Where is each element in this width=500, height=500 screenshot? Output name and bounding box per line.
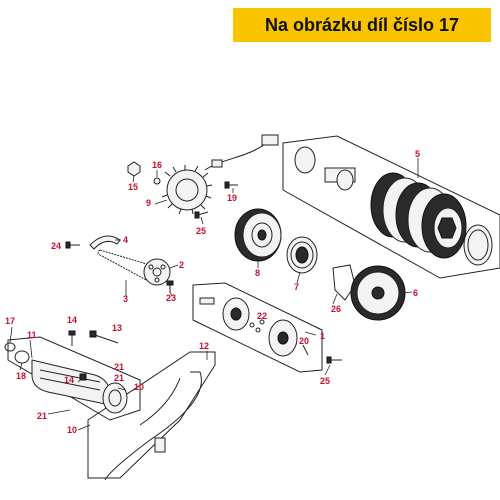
starter-clutch-part (199, 297, 298, 357)
callout-11: 11 (27, 330, 37, 340)
large-gear-part (350, 265, 406, 321)
clutch-group-frame (282, 135, 500, 279)
callout-14b: 14 (64, 375, 74, 385)
driven-gear-part (286, 236, 318, 274)
callout-14a: 14 (67, 315, 77, 325)
callout-10a: 10 (134, 382, 144, 392)
leader-lines (9, 158, 419, 431)
callout-7: 7 (294, 282, 299, 292)
starter-clutch-frame (192, 282, 323, 373)
cable-lead (139, 377, 181, 426)
callout-18: 18 (16, 371, 26, 381)
chain-part (97, 249, 151, 283)
callout-26: 26 (331, 304, 341, 314)
lower-bolt-part (326, 356, 342, 364)
flywheel-part (234, 208, 282, 262)
callout-1: 1 (320, 331, 325, 341)
callout-21c: 21 (37, 411, 47, 421)
cable-group-frame (87, 351, 216, 479)
clutch-assembly-part (294, 146, 493, 266)
starter-motor-frame (7, 336, 141, 421)
callout-15: 15 (128, 182, 138, 192)
callout-25b: 25 (320, 376, 330, 386)
starter-motor-part (31, 359, 128, 414)
callout-8: 8 (255, 268, 260, 278)
sprocket-part (143, 258, 171, 286)
callout-4: 4 (123, 235, 128, 245)
o-ring-part (4, 342, 16, 352)
stator-part (161, 165, 213, 215)
callout-13: 13 (112, 323, 122, 333)
banner-text: Na obrázku díl číslo 17 (264, 15, 460, 35)
callout-3: 3 (123, 294, 128, 304)
callout-6: 6 (413, 288, 418, 298)
callout-2: 2 (179, 260, 184, 270)
callout-23: 23 (166, 293, 176, 303)
callout-24: 24 (51, 241, 61, 251)
starter-bolt-part (68, 330, 76, 346)
bracket-part (332, 264, 356, 301)
washer-part (153, 177, 161, 185)
cable-terminal (154, 437, 166, 453)
o-ring-part (14, 350, 30, 364)
starter-cable-part (104, 371, 202, 481)
starter-bolt-part (79, 373, 87, 381)
wire-connector (261, 134, 279, 146)
guide-bolt-part (65, 241, 80, 249)
callout-10b: 10 (67, 425, 77, 435)
nut-part (127, 161, 141, 177)
pin-part (302, 344, 309, 356)
callout-12: 12 (199, 341, 209, 351)
callout-21a: 21 (114, 362, 124, 372)
chain-guide-part (89, 235, 121, 250)
callout-5: 5 (415, 149, 420, 159)
callout-20: 20 (299, 336, 309, 346)
callout-19: 19 (227, 193, 237, 203)
callout-21b: 21 (114, 373, 124, 383)
callout-22: 22 (257, 311, 267, 321)
wire-clip (211, 159, 223, 168)
bolt-part (224, 181, 238, 189)
callout-25a: 25 (196, 226, 206, 236)
callout-9: 9 (146, 198, 151, 208)
part-number-banner: Na obrázku díl číslo 17 (233, 8, 491, 42)
bolt-part (194, 211, 209, 219)
callout-16: 16 (152, 160, 162, 170)
callout-17: 17 (5, 316, 15, 326)
sprocket-bolt-part (166, 280, 174, 293)
starter-bolt-part (89, 330, 119, 344)
